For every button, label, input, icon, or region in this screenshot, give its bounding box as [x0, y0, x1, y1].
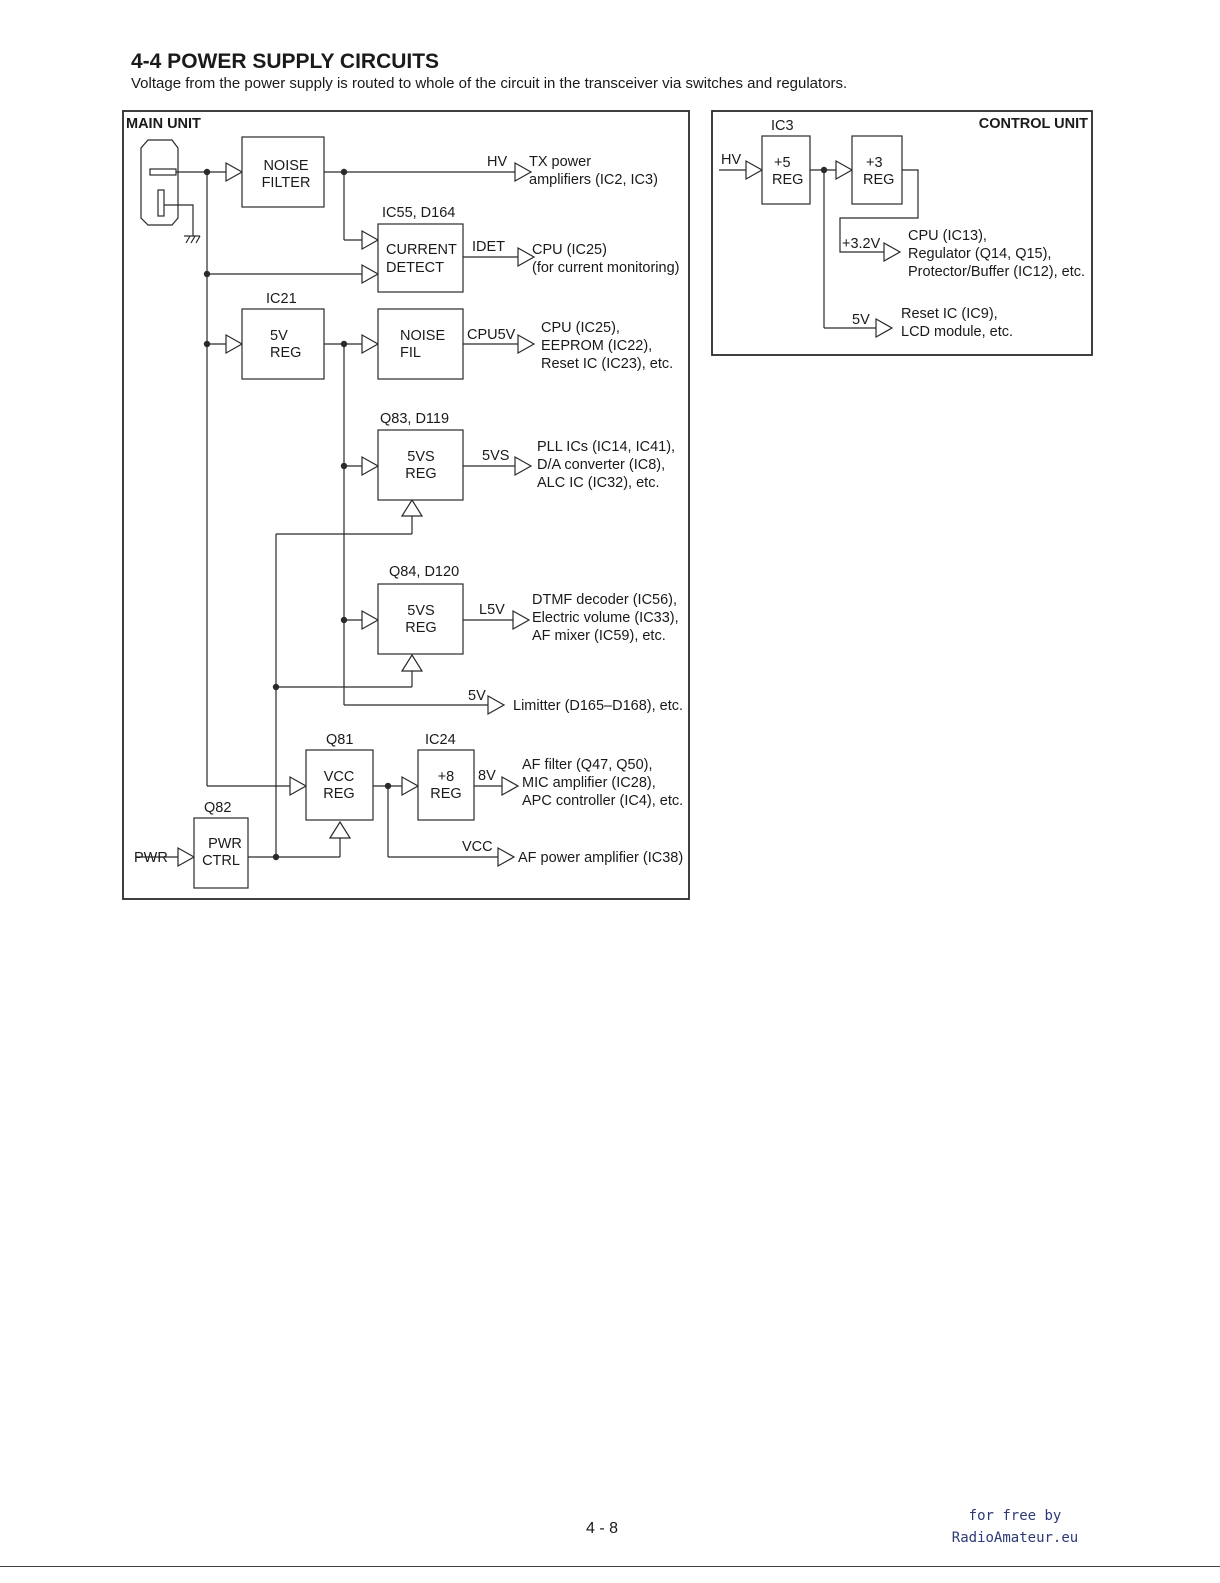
current-detect-label-1: CURRENT [386, 242, 457, 258]
3v-reg-label-1: +3 [866, 155, 883, 171]
ctrl-signal-3v2: +3.2V [842, 236, 881, 252]
5v-reg-label-1: 5V [270, 328, 288, 344]
current-detect-block [377, 223, 464, 293]
control-unit-title: CONTROL UNIT [979, 116, 1088, 132]
ctrl-signal-hv: HV [721, 152, 741, 168]
5v-reg-ic3-block [761, 135, 811, 205]
intro-text: Voltage from the power supply is routed … [131, 75, 848, 92]
5vs-reg-q83-label-1: 5VS [407, 449, 434, 465]
noise-fil-label-1: NOISE [400, 328, 445, 344]
dest-l5v-2: Electric volume (IC33), [532, 610, 679, 626]
dest-idet-2: (for current monitoring) [532, 260, 679, 276]
8v-reg-ref: IC24 [425, 732, 456, 748]
dest-cpu5v-2: EEPROM (IC22), [541, 338, 652, 354]
page-heading: 4-4 POWER SUPPLY CIRCUITS [131, 50, 440, 73]
pwr-ctrl-block [193, 817, 249, 889]
dest-8v-2: MIC amplifier (IC28), [522, 775, 656, 791]
dest-8v-1: AF filter (Q47, Q50), [522, 757, 653, 773]
5vs-reg-q83-block [377, 429, 464, 501]
control-unit-wiring [719, 159, 919, 339]
5v-reg-label-2: REG [270, 345, 301, 361]
main-unit-title: MAIN UNIT [126, 116, 201, 132]
5v-reg-ref: IC21 [266, 291, 297, 307]
signal-8v: 8V [478, 768, 496, 784]
5vs-reg-q84-ref: Q84, D120 [389, 564, 459, 580]
ctrl-dest-5v-1: Reset IC (IC9), [901, 306, 998, 322]
vcc-reg-block [305, 749, 374, 821]
8v-reg-label-1: +8 [438, 769, 455, 785]
main-unit-blocks: NOISE FILTER CURRENT DETECT IC55, D164 5… [193, 136, 475, 889]
bottom-rule [0, 1566, 1220, 1567]
signal-cpu5v: CPU5V [467, 327, 516, 343]
page-number: 4 - 8 [586, 1520, 619, 1537]
noise-filter-block [241, 136, 325, 208]
dest-8v-3: APC controller (IC4), etc. [522, 793, 683, 809]
3v-reg-block [851, 135, 903, 205]
dest-cpu5v-3: Reset IC (IC23), etc. [541, 356, 673, 372]
pwr-ctrl-ref: Q82 [204, 800, 231, 816]
noise-filter-label-1: NOISE [263, 158, 308, 174]
vcc-reg-label-1: VCC [324, 769, 355, 785]
signal-5v: 5V [468, 688, 486, 704]
5v-reg-block [241, 308, 325, 380]
ic3-ref: IC3 [771, 118, 794, 134]
signal-idet: IDET [472, 239, 505, 255]
dest-cpu5v-1: CPU (IC25), [541, 320, 620, 336]
ic3-label-2: REG [772, 172, 803, 188]
ctrl-signal-5v: 5V [852, 312, 870, 328]
main-unit-destinations: TX power amplifiers (IC2, IC3) CPU (IC25… [513, 154, 683, 866]
8v-reg-label-2: REG [430, 786, 461, 802]
signal-5vs: 5VS [482, 448, 509, 464]
dest-5vs-2: D/A converter (IC8), [537, 457, 665, 473]
current-detect-ref: IC55, D164 [382, 205, 455, 221]
dest-l5v-3: AF mixer (IC59), etc. [532, 628, 666, 644]
dest-l5v-1: DTMF decoder (IC56), [532, 592, 677, 608]
watermark: for free by RadioAmateur.eu [940, 1505, 1090, 1549]
vcc-reg-label-2: REG [323, 786, 354, 802]
ctrl-dest-3v2-2: Regulator (Q14, Q15), [908, 246, 1051, 262]
dest-hv-2: amplifiers (IC2, IC3) [529, 172, 658, 188]
vcc-reg-ref: Q81 [326, 732, 353, 748]
ctrl-dest-3v2-3: Protector/Buffer (IC12), etc. [908, 264, 1085, 280]
5vs-reg-q84-block [377, 583, 464, 655]
watermark-line-2: RadioAmateur.eu [951, 1530, 1079, 1546]
dest-5vs-1: PLL ICs (IC14, IC41), [537, 439, 675, 455]
ctrl-dest-3v2-1: CPU (IC13), [908, 228, 987, 244]
main-unit-frame [122, 110, 690, 900]
5vs-reg-q84-label-2: REG [405, 620, 436, 636]
dest-5vs-3: ALC IC (IC32), etc. [537, 475, 659, 491]
dest-5v-1: Limitter (D165–D168), etc. [513, 698, 683, 714]
signal-l5v: L5V [479, 602, 505, 618]
3v-reg-label-2: REG [863, 172, 894, 188]
noise-fil-label-2: FIL [400, 345, 421, 361]
control-unit-blocks: +5 REG IC3 +3 REG HV +3.2V 5V CPU (IC13)… [721, 118, 1085, 340]
signal-hv: HV [487, 154, 507, 170]
dest-vcc-1: AF power amplifier (IC38) [518, 850, 683, 866]
watermark-line-1: for free by [968, 1508, 1062, 1524]
pwr-ctrl-label-1: PWR [208, 836, 242, 852]
noise-fil-block [377, 308, 464, 380]
noise-filter-label-2: FILTER [262, 175, 311, 191]
ic3-label-1: +5 [774, 155, 791, 171]
signal-vcc: VCC [462, 839, 493, 855]
5vs-reg-q83-ref: Q83, D119 [380, 411, 449, 427]
dc-jack-body [140, 139, 179, 226]
current-detect-label-2: DETECT [386, 260, 444, 276]
main-unit-wiring [136, 139, 536, 868]
pwr-ctrl-label-2: CTRL [202, 853, 240, 869]
signal-pwr: PWR [134, 850, 168, 866]
5vs-reg-q84-label-1: 5VS [407, 603, 434, 619]
control-unit-frame [711, 110, 1093, 356]
dest-idet-1: CPU (IC25) [532, 242, 607, 258]
main-unit-signal-labels: HV IDET CPU5V 5VS L5V 5V 8V VCC PWR [134, 154, 516, 866]
dest-hv-1: TX power [529, 154, 591, 170]
ctrl-dest-5v-2: LCD module, etc. [901, 324, 1013, 340]
5vs-reg-q83-label-2: REG [405, 466, 436, 482]
8v-reg-block [417, 749, 475, 821]
